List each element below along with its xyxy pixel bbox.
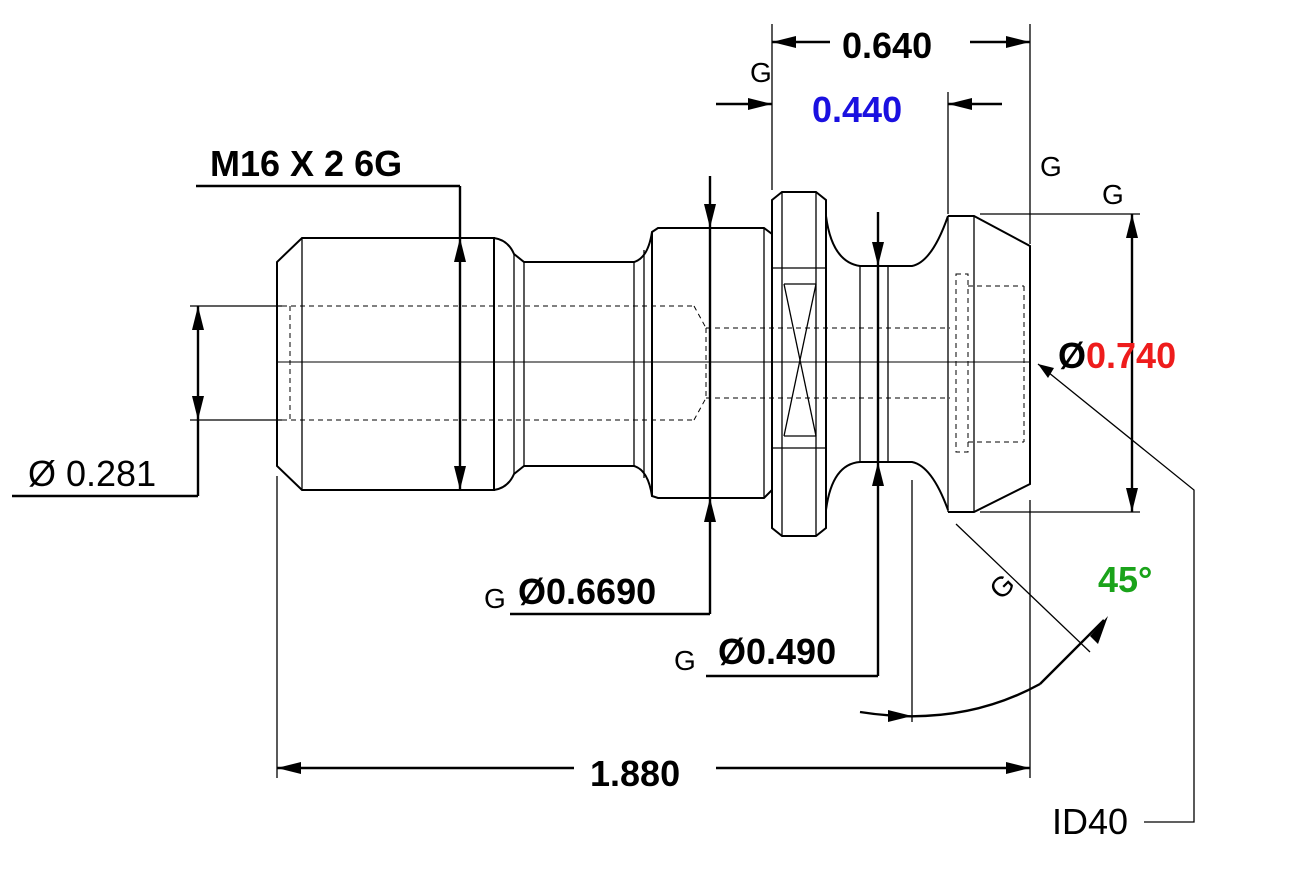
shank-top-transition bbox=[493, 231, 653, 263]
head-offset-label: 0.440 bbox=[812, 89, 902, 130]
grade-marker-top: G bbox=[750, 57, 772, 88]
body-diameter-label: Ø0.6690 bbox=[518, 571, 656, 612]
bore-diameter-label: Ø 0.281 bbox=[28, 453, 156, 494]
thread-dimension: M16 X 2 6G bbox=[196, 143, 466, 490]
overall-length-label: 1.880 bbox=[590, 753, 680, 794]
part-id-leader: ID40 bbox=[1037, 363, 1195, 842]
neck-diameter-dimension: G Ø0.490 bbox=[674, 212, 884, 678]
grade-marker-neck: G bbox=[674, 645, 696, 676]
shank-bottom-transition bbox=[493, 465, 653, 497]
angle-dimension: G 45° bbox=[859, 480, 1152, 722]
angle-label: 45° bbox=[1098, 559, 1152, 600]
head-section bbox=[948, 215, 1031, 513]
neck-bottom bbox=[825, 461, 949, 511]
head-length-dimension: 0.640 G G bbox=[750, 24, 1062, 244]
grade-marker-head: G bbox=[1102, 179, 1124, 210]
grade-marker-body: G bbox=[484, 583, 506, 614]
thread-body bbox=[276, 237, 495, 491]
grade-marker-angle: G bbox=[983, 568, 1020, 605]
hex-flange bbox=[771, 191, 827, 537]
body-section bbox=[651, 227, 773, 499]
overall-length-dimension: 1.880 bbox=[276, 476, 1031, 794]
head-diameter-label: Ø0.740 bbox=[1058, 335, 1176, 376]
body-diameter-dimension: G Ø0.6690 bbox=[484, 176, 716, 616]
thread-spec-label: M16 X 2 6G bbox=[210, 143, 402, 184]
grade-marker-right: G bbox=[1040, 151, 1062, 182]
hidden-bore bbox=[282, 273, 1025, 453]
bore-dimension: Ø 0.281 bbox=[12, 305, 282, 498]
head-length-label: 0.640 bbox=[842, 25, 932, 66]
part-id-label: ID40 bbox=[1052, 801, 1128, 842]
head-offset-dimension: 0.440 bbox=[716, 89, 1002, 214]
neck-diameter-label: Ø0.490 bbox=[718, 631, 836, 672]
neck-top bbox=[825, 215, 949, 267]
head-diameter-dimension: G Ø0.740 bbox=[980, 179, 1176, 513]
part-outline bbox=[276, 191, 1031, 537]
